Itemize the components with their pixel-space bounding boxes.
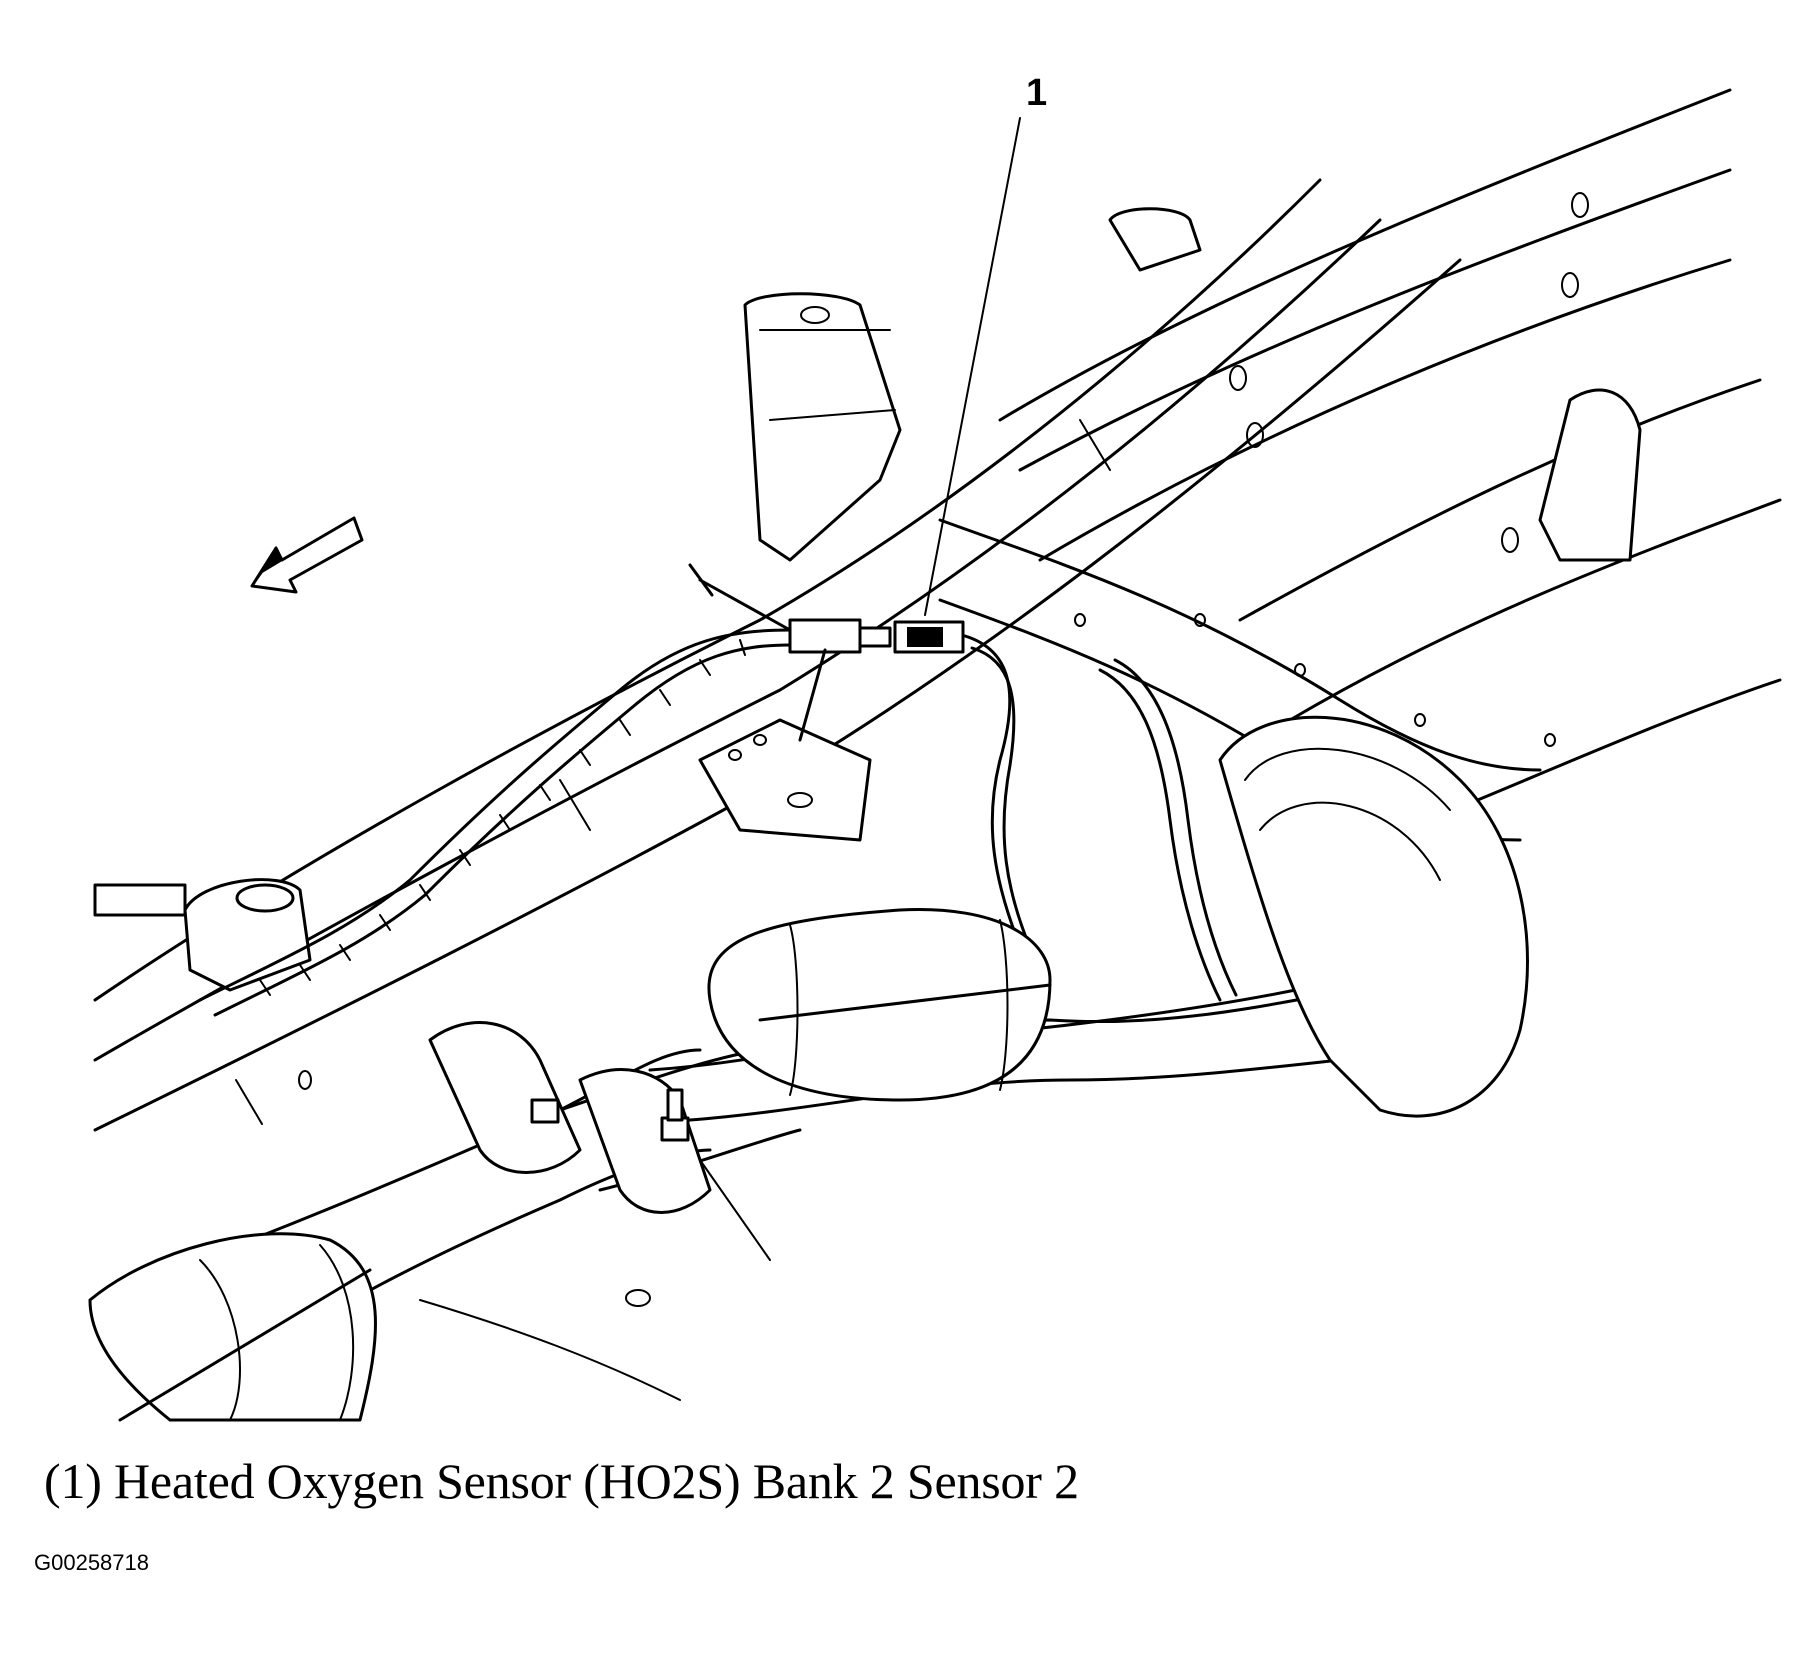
callout-number-1: 1	[1026, 72, 1047, 114]
body-mount-left	[183, 878, 312, 992]
muffler	[1218, 715, 1529, 1118]
wiring-harness	[93, 628, 792, 1017]
catalytic-converter-rear	[707, 908, 1052, 1102]
exhaust-hanger	[1098, 658, 1238, 1002]
floor-lines	[419, 1159, 771, 1401]
body-mount-right	[1501, 388, 1642, 562]
oxygen-sensor-wire	[963, 634, 1042, 972]
frame-rail-right	[998, 88, 1782, 842]
direction-arrow-icon	[250, 516, 364, 594]
oxygen-sensor-connector	[688, 563, 965, 742]
body-mount-rear	[1108, 207, 1202, 272]
callout-1: 1	[924, 72, 1047, 616]
figure-id: G00258718	[34, 1550, 149, 1575]
catalytic-converter-front	[88, 1232, 377, 1422]
harness-bracket	[698, 718, 872, 842]
body-mount-upper	[743, 292, 902, 562]
figure-caption: (1) Heated Oxygen Sensor (HO2S) Bank 2 S…	[44, 1453, 1079, 1509]
pipe-clamp-1	[428, 1021, 582, 1174]
pipe-clamp-2	[578, 1068, 712, 1214]
